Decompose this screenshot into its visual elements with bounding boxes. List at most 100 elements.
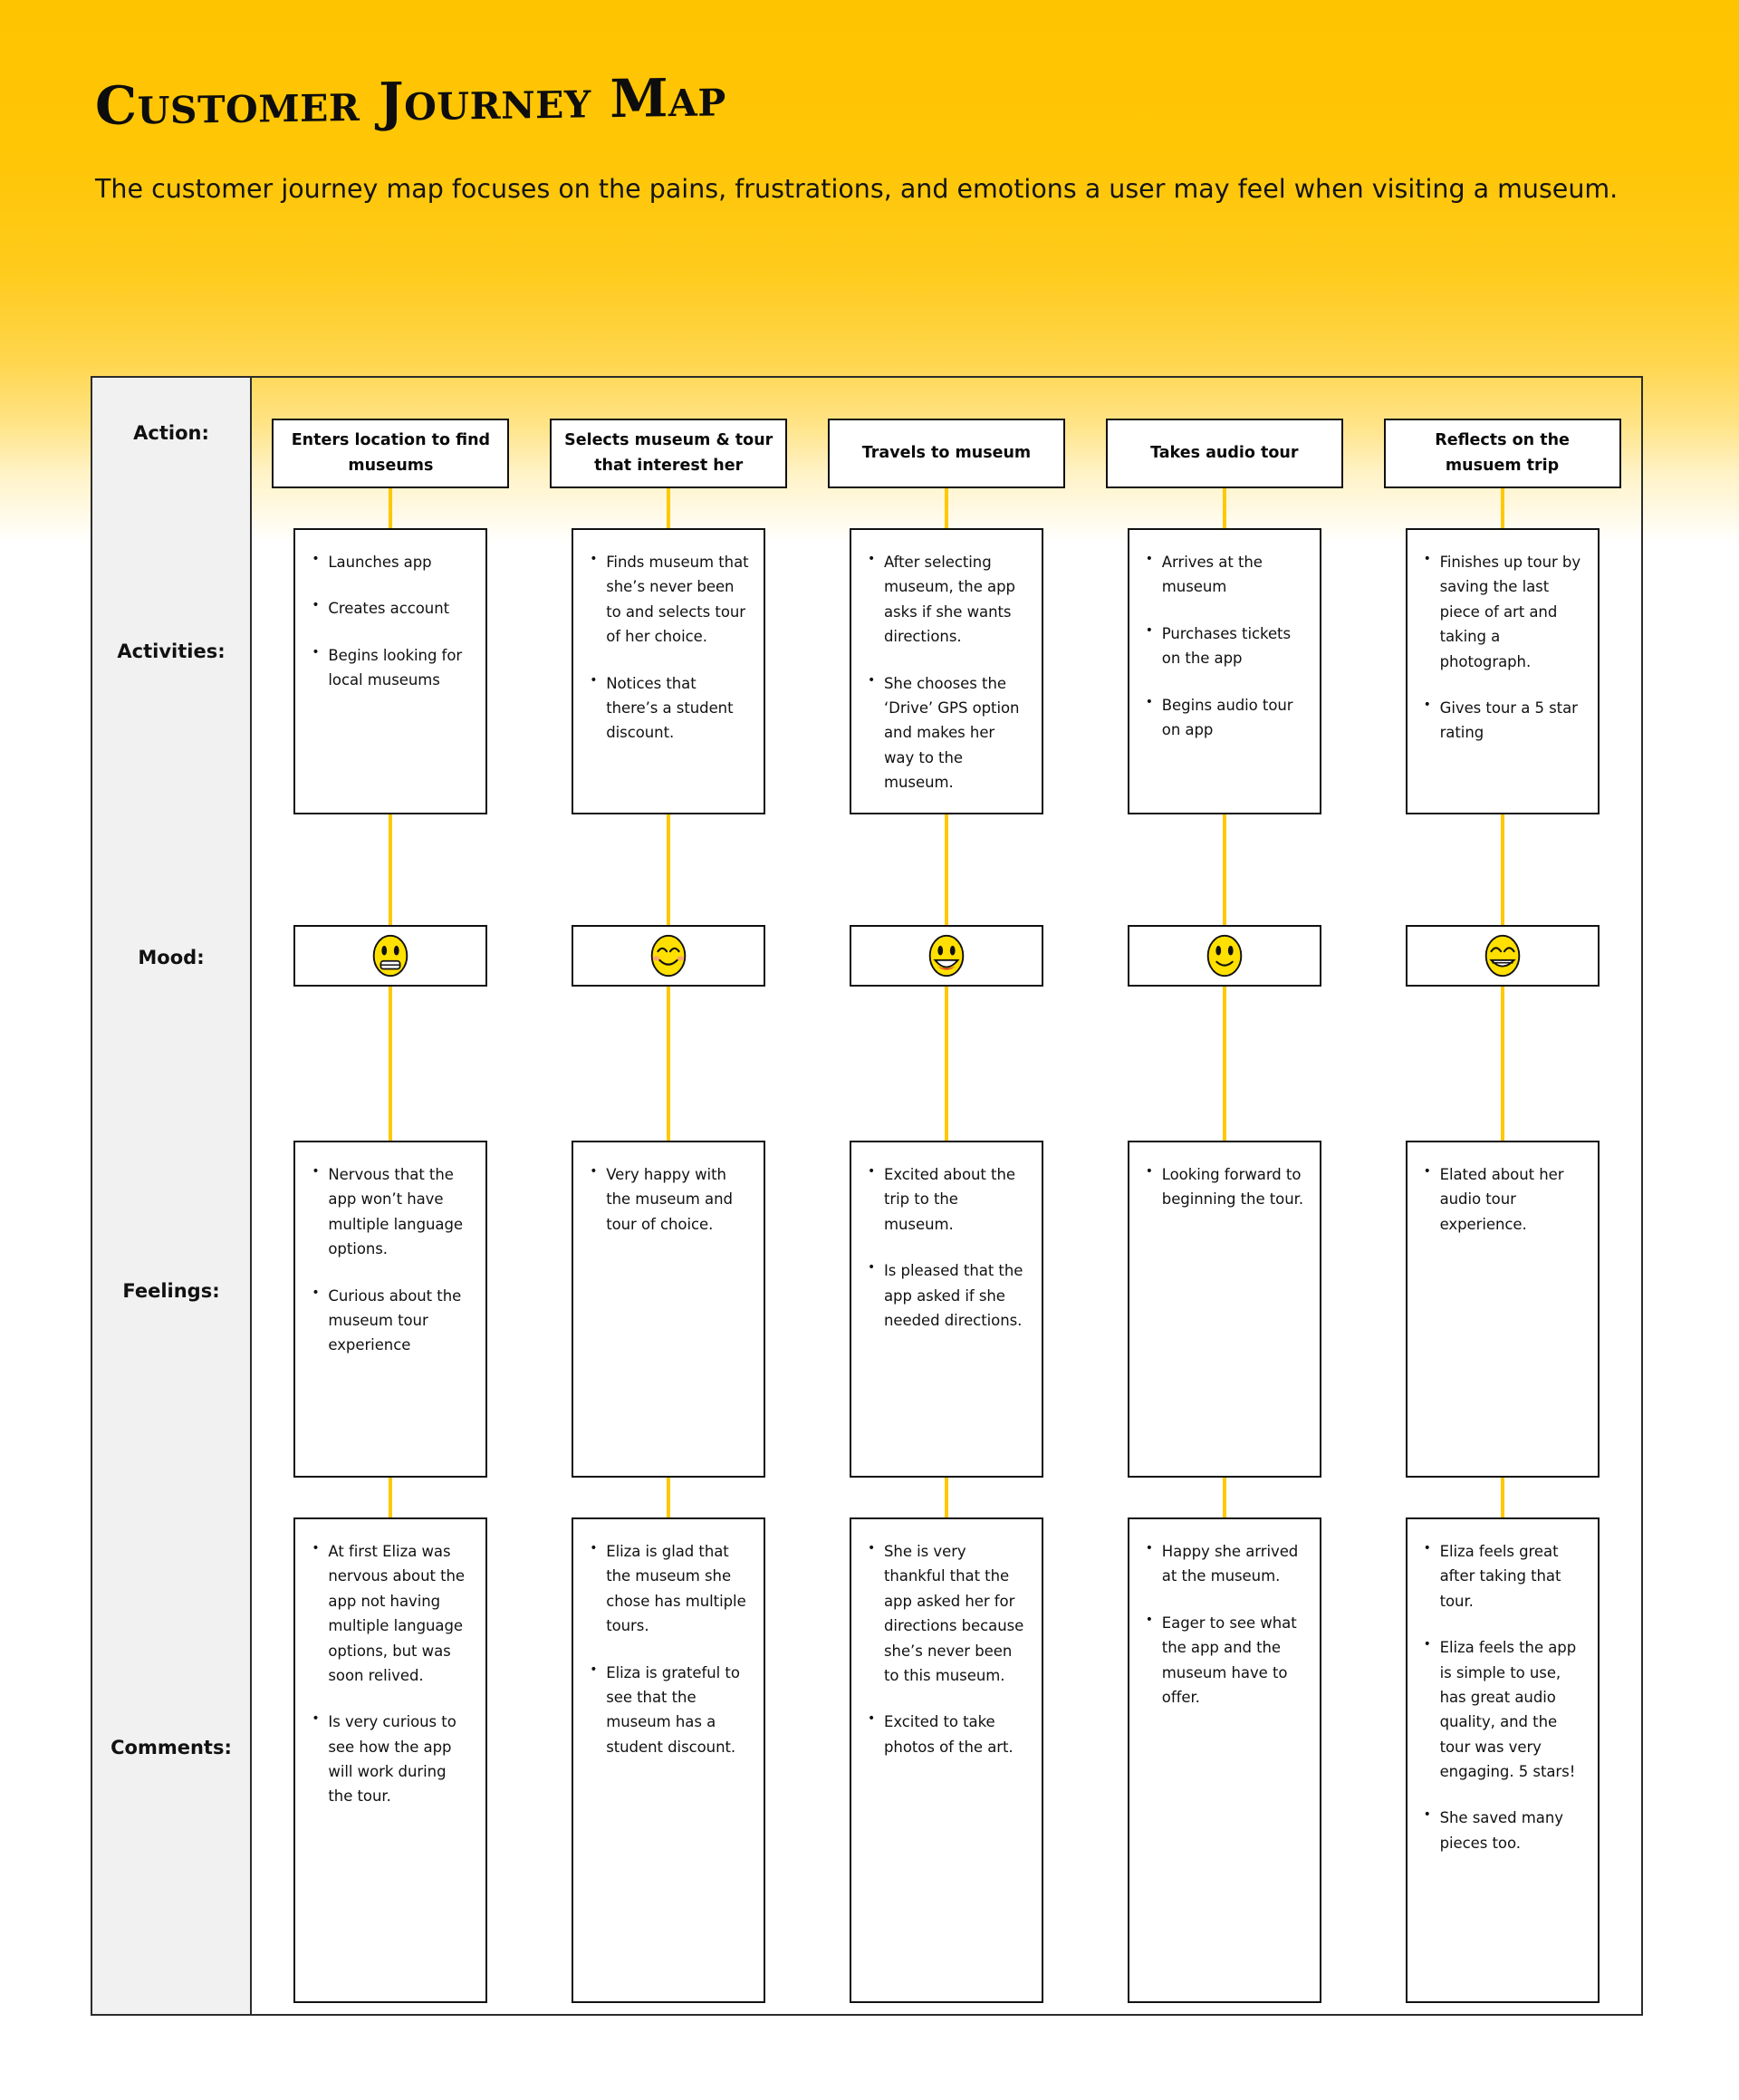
feelings-box[interactable]: Excited about the trip to the museum.Is … bbox=[849, 1141, 1043, 1478]
activity-list: Finds museum that she’s never been to an… bbox=[586, 549, 751, 746]
slightly-smiling-face-icon bbox=[1200, 931, 1249, 980]
mood-cell-1 bbox=[252, 814, 530, 1104]
activity-item: Purchases tickets on the app bbox=[1142, 621, 1307, 671]
feelings-box[interactable]: Nervous that the app won’t have multiple… bbox=[293, 1141, 488, 1478]
connector-line bbox=[389, 1481, 393, 1519]
connector-line bbox=[667, 987, 671, 1104]
connector-line bbox=[944, 1101, 948, 1142]
action-box[interactable]: Travels to museum bbox=[827, 419, 1065, 488]
connector-line bbox=[1222, 1481, 1226, 1519]
connector-line bbox=[944, 488, 948, 530]
activity-item: Finishes up tour by saving the last piec… bbox=[1420, 549, 1585, 674]
connector-line bbox=[1500, 488, 1504, 530]
activities-box[interactable]: Finishes up tour by saving the last piec… bbox=[1405, 528, 1600, 814]
activity-item: Begins looking for local museums bbox=[308, 642, 473, 693]
comments-box[interactable]: Eliza is glad that the museum she chose … bbox=[572, 1517, 766, 2003]
mood-box[interactable] bbox=[1405, 925, 1600, 987]
connector-line bbox=[1500, 1101, 1504, 1142]
comment-item: Excited to take photos of the art. bbox=[864, 1709, 1029, 1759]
connector-line bbox=[667, 1481, 671, 1519]
comment-list: At first Eliza was nervous about the app… bbox=[308, 1538, 473, 1809]
connector-line bbox=[1500, 1481, 1504, 1519]
feelings-cell-4: Looking forward to beginning the tour. bbox=[1085, 1101, 1363, 1532]
activity-item: She chooses the ‘Drive’ GPS option and m… bbox=[864, 670, 1029, 795]
connector-line bbox=[389, 814, 393, 927]
feeling-item: Excited about the trip to the museum. bbox=[864, 1161, 1029, 1237]
journey-column-1: Enters location to find museums Launches… bbox=[252, 378, 530, 2014]
activity-list: After selecting museum, the app asks if … bbox=[864, 549, 1029, 795]
connector-line bbox=[1500, 814, 1504, 927]
comment-list: Happy she arrived at the museum.Eager to… bbox=[1142, 1538, 1307, 1710]
activity-item: Creates account bbox=[308, 595, 473, 621]
action-box[interactable]: Reflects on the musuem trip bbox=[1383, 419, 1621, 488]
row-label-action: Action: bbox=[133, 422, 209, 444]
comments-cell-3: She is very thankful that the app asked … bbox=[808, 1481, 1086, 2014]
mood-box[interactable] bbox=[293, 925, 488, 987]
mood-cell-2 bbox=[530, 814, 808, 1104]
row-label-activities: Activities: bbox=[117, 641, 226, 662]
mood-box[interactable] bbox=[572, 925, 766, 987]
action-box[interactable]: Takes audio tour bbox=[1105, 419, 1343, 488]
comment-item: She is very thankful that the app asked … bbox=[864, 1538, 1029, 1688]
activities-box[interactable]: Finds museum that she’s never been to an… bbox=[572, 528, 766, 814]
activity-item: Notices that there’s a student discount. bbox=[586, 669, 751, 746]
feeling-list: Elated about her audio tour experience. bbox=[1420, 1161, 1585, 1237]
comment-list: She is very thankful that the app asked … bbox=[864, 1538, 1029, 1759]
mood-cell-4 bbox=[1085, 814, 1363, 1104]
journey-column-4: Takes audio tour Arrives at the museumPu… bbox=[1085, 378, 1363, 2014]
comment-item: She saved many pieces too. bbox=[1420, 1805, 1585, 1855]
grinning-face-with-smiling-eyes-icon bbox=[1478, 931, 1527, 980]
feeling-item: Elated about her audio tour experience. bbox=[1420, 1161, 1585, 1237]
activities-box[interactable]: Arrives at the museumPurchases tickets o… bbox=[1127, 528, 1321, 814]
journey-map-table: Action: Activities: Mood: Feelings: Comm… bbox=[91, 376, 1643, 2016]
comments-box[interactable]: Happy she arrived at the museum.Eager to… bbox=[1127, 1517, 1321, 2003]
feelings-box[interactable]: Very happy with the museum and tour of c… bbox=[572, 1141, 766, 1478]
comment-item: Eliza is glad that the museum she chose … bbox=[586, 1538, 751, 1639]
activities-box[interactable]: After selecting museum, the app asks if … bbox=[849, 528, 1043, 814]
activities-box[interactable]: Launches appCreates accountBegins lookin… bbox=[293, 528, 488, 814]
connector-line bbox=[667, 488, 671, 530]
comments-box[interactable]: Eliza feels great after taking that tour… bbox=[1405, 1517, 1600, 2003]
mood-box[interactable] bbox=[1127, 925, 1321, 987]
feeling-list: Nervous that the app won’t have multiple… bbox=[308, 1161, 473, 1358]
action-cell-3: Travels to museum bbox=[808, 378, 1086, 529]
mood-box[interactable] bbox=[849, 925, 1043, 987]
comments-box[interactable]: She is very thankful that the app asked … bbox=[849, 1517, 1043, 2003]
feelings-cell-2: Very happy with the museum and tour of c… bbox=[530, 1101, 808, 1532]
connector-line bbox=[1222, 1101, 1226, 1142]
feeling-list: Excited about the trip to the museum.Is … bbox=[864, 1161, 1029, 1333]
journey-column-5: Reflects on the musuem trip Finishes up … bbox=[1363, 378, 1641, 2014]
comment-item: Is very curious to see how the app will … bbox=[308, 1709, 473, 1809]
action-box[interactable]: Selects museum & tour that interest her bbox=[550, 419, 788, 488]
activities-cell-1: Launches appCreates accountBegins lookin… bbox=[252, 488, 530, 892]
action-cell-4: Takes audio tour bbox=[1085, 378, 1363, 529]
connector-line bbox=[389, 987, 393, 1104]
connector-line bbox=[667, 1101, 671, 1142]
comments-cell-4: Happy she arrived at the museum.Eager to… bbox=[1085, 1481, 1363, 2014]
action-cell-5: Reflects on the musuem trip bbox=[1363, 378, 1641, 529]
comment-item: Happy she arrived at the museum. bbox=[1142, 1538, 1307, 1589]
feeling-item: Very happy with the museum and tour of c… bbox=[586, 1161, 751, 1237]
comments-box[interactable]: At first Eliza was nervous about the app… bbox=[293, 1517, 488, 2003]
journey-column-3: Travels to museum After selecting museum… bbox=[808, 378, 1086, 2014]
feelings-box[interactable]: Looking forward to beginning the tour. bbox=[1127, 1141, 1321, 1478]
action-box[interactable]: Enters location to find museums bbox=[272, 419, 510, 488]
connector-line bbox=[944, 987, 948, 1104]
connector-line bbox=[944, 814, 948, 927]
feelings-box[interactable]: Elated about her audio tour experience. bbox=[1405, 1141, 1600, 1478]
smiling-face-with-blush-icon bbox=[644, 931, 693, 980]
activity-list: Launches appCreates accountBegins lookin… bbox=[308, 549, 473, 693]
activities-cell-2: Finds museum that she’s never been to an… bbox=[530, 488, 808, 892]
connector-line bbox=[667, 814, 671, 927]
activity-item: Launches app bbox=[308, 549, 473, 574]
comment-item: At first Eliza was nervous about the app… bbox=[308, 1538, 473, 1688]
grinning-face-with-open-mouth-icon bbox=[922, 931, 971, 980]
comment-item: Eliza feels great after taking that tour… bbox=[1420, 1538, 1585, 1614]
feeling-list: Looking forward to beginning the tour. bbox=[1142, 1161, 1307, 1212]
feelings-cell-3: Excited about the trip to the museum.Is … bbox=[808, 1101, 1086, 1532]
row-label-mood: Mood: bbox=[138, 947, 205, 968]
activities-cell-5: Finishes up tour by saving the last piec… bbox=[1363, 488, 1641, 892]
comments-cell-2: Eliza is glad that the museum she chose … bbox=[530, 1481, 808, 2014]
feelings-cell-1: Nervous that the app won’t have multiple… bbox=[252, 1101, 530, 1532]
page-subtitle: The customer journey map focuses on the … bbox=[95, 174, 1619, 204]
